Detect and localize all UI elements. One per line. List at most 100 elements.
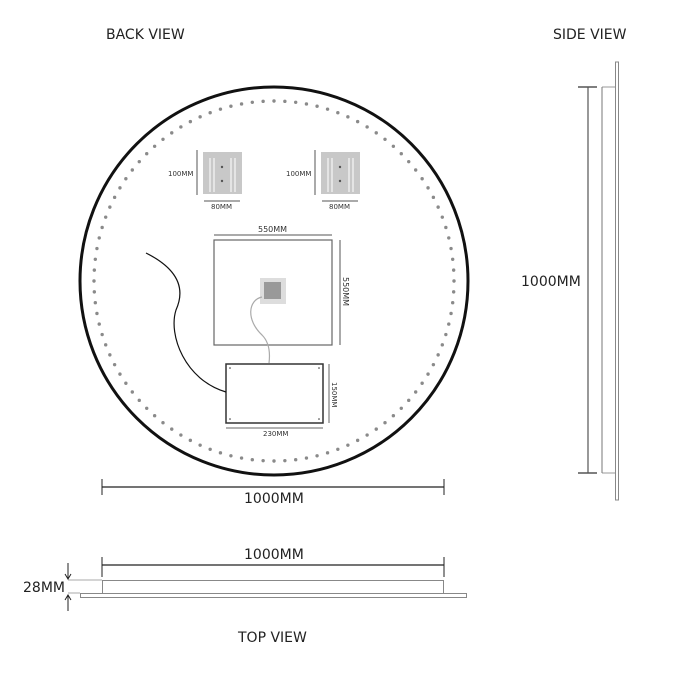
led-dot <box>383 420 387 425</box>
led-dot <box>315 454 319 458</box>
led-dot <box>95 246 99 251</box>
led-dot <box>440 343 445 347</box>
led-dot <box>130 168 135 172</box>
bracket-left: 100MM 80MM <box>168 150 242 211</box>
led-dot <box>315 104 319 108</box>
led-dot <box>137 398 141 403</box>
led-dot <box>92 268 97 272</box>
led-dot <box>100 332 104 337</box>
led-dot <box>97 236 101 240</box>
led-dot <box>145 152 149 156</box>
led-dot <box>100 225 104 230</box>
led-dot <box>170 427 174 431</box>
led-dot <box>283 458 287 463</box>
led-dot <box>229 104 233 108</box>
led-dot <box>450 257 455 262</box>
led-dot <box>188 119 193 124</box>
led-dot <box>444 332 448 337</box>
led-dot <box>447 236 451 240</box>
led-dot <box>374 427 378 431</box>
top-view-title: TOP VIEW <box>237 630 307 646</box>
led-dot <box>407 398 411 403</box>
led-dot <box>145 406 149 410</box>
led-dot <box>93 257 98 262</box>
led-dot <box>451 290 456 294</box>
led-dot <box>239 102 244 106</box>
led-dot <box>161 137 165 142</box>
diameter-label: 1000MM <box>244 491 304 507</box>
led-dot <box>124 381 128 385</box>
led-dot <box>413 390 418 394</box>
driver-width-label: 230MM <box>263 430 288 438</box>
led-dot <box>179 433 183 437</box>
led-dot <box>103 343 108 347</box>
led-dot <box>93 300 98 305</box>
led-dot <box>97 322 101 326</box>
led-dot <box>112 362 117 367</box>
led-dot <box>355 438 360 443</box>
led-dot <box>239 456 244 460</box>
led-dot <box>103 215 108 219</box>
bracket-left-width: 80MM <box>211 203 232 211</box>
power-cable <box>145 252 227 393</box>
led-dot <box>436 353 440 357</box>
led-dot <box>118 372 122 376</box>
led-dot <box>365 125 369 129</box>
led-dot <box>391 414 396 418</box>
led-dot <box>250 100 255 105</box>
led-dot <box>261 458 265 463</box>
led-dot <box>431 362 436 367</box>
led-dot <box>130 390 135 394</box>
led-dot <box>118 186 122 190</box>
driver-height-label: 150MM <box>330 382 338 407</box>
top-view: 1000MM 28MM <box>23 547 467 611</box>
thickness-label: 28MM <box>23 580 65 596</box>
led-dot <box>449 246 453 251</box>
led-dot-ring <box>92 99 456 463</box>
side-view: 1000MM <box>521 61 619 501</box>
led-dot <box>391 144 396 148</box>
led-dot <box>92 290 97 294</box>
driver-box: 150MM 230MM <box>145 252 338 438</box>
led-dot <box>365 433 369 437</box>
led-dot <box>452 279 456 283</box>
led-dot <box>179 125 183 129</box>
led-dot <box>112 195 117 200</box>
led-dot <box>383 137 387 142</box>
led-dot <box>283 99 287 104</box>
led-dot <box>447 322 451 326</box>
led-dot <box>261 99 265 104</box>
led-dot <box>218 107 223 111</box>
back-view-title: BACK VIEW <box>106 27 185 43</box>
led-dot <box>152 414 157 418</box>
led-dot <box>188 438 193 443</box>
led-dot <box>304 456 309 460</box>
led-dot <box>152 144 157 148</box>
led-dot <box>198 115 202 119</box>
led-dot <box>325 451 330 455</box>
led-dot <box>355 119 360 124</box>
side-height-label: 1000MM <box>521 274 581 290</box>
led-dot <box>440 215 445 219</box>
led-dot <box>293 100 298 105</box>
led-dot <box>218 451 223 455</box>
led-dot <box>198 443 202 447</box>
led-dot <box>420 177 424 181</box>
led-dot <box>95 311 99 316</box>
led-dot <box>346 443 350 447</box>
led-dot <box>325 107 330 111</box>
led-dot <box>170 131 174 135</box>
led-dot <box>272 99 276 103</box>
led-dot <box>108 205 112 209</box>
led-dot <box>346 115 350 119</box>
led-dot <box>426 186 430 190</box>
bracket-right-height: 100MM <box>286 170 311 178</box>
led-dot <box>304 102 309 106</box>
led-dot <box>124 177 128 181</box>
bracket-right-width: 80MM <box>329 203 350 211</box>
led-dot <box>407 159 411 164</box>
led-dot <box>436 205 440 209</box>
led-dot <box>431 195 436 200</box>
led-dot <box>449 311 453 316</box>
